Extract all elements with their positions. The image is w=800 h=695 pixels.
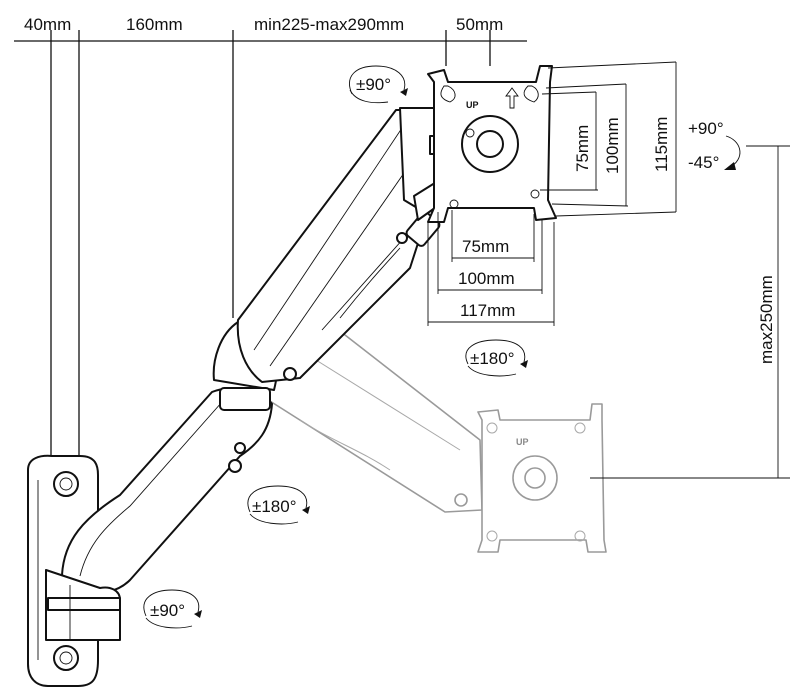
dim-head: 50mm — [456, 15, 503, 34]
dim-plate-h-100: 100mm — [458, 269, 515, 288]
rot-top-swivel: ±90° — [356, 75, 391, 94]
dim-plate-h-117: 117mm — [460, 301, 515, 320]
top-dimension-lines — [14, 30, 527, 455]
dim-plate-v-115: 115mm — [652, 117, 671, 172]
height-dimension — [590, 145, 790, 479]
vesa-plate — [427, 65, 557, 223]
plate-horizontal-dimensions — [427, 210, 555, 326]
rotation-arrow-base — [143, 589, 202, 629]
lowered-vesa-plate-ghost — [477, 403, 607, 553]
plate-vertical-dimensions — [540, 61, 677, 217]
rot-base: ±90° — [150, 601, 185, 620]
dim-plate-v-75: 75mm — [573, 125, 592, 172]
rot-elbow: ±180° — [252, 497, 297, 516]
dim-height-adjust: max250mm — [757, 275, 776, 364]
dim-wall-offset: 40mm — [24, 15, 71, 34]
plate-up-marking-ghost: UP — [516, 437, 529, 447]
rot-tilt-down: -45° — [688, 153, 719, 172]
rot-tilt-up: +90° — [688, 119, 724, 138]
lower-arm — [61, 387, 273, 595]
base-collar — [45, 569, 121, 641]
dim-arm-lower: 160mm — [126, 15, 183, 34]
dim-plate-v-100: 100mm — [603, 117, 622, 174]
rotation-arrow-top — [349, 65, 408, 104]
plate-up-marking: UP — [466, 100, 479, 110]
dim-arm-upper: min225-max290mm — [254, 15, 404, 34]
dim-plate-h-75: 75mm — [462, 237, 509, 256]
rotation-arrow-elbow — [247, 485, 310, 525]
rot-screen: ±180° — [470, 349, 515, 368]
rotation-arrow-screen — [465, 339, 528, 377]
tilt-arrow — [724, 135, 741, 170]
